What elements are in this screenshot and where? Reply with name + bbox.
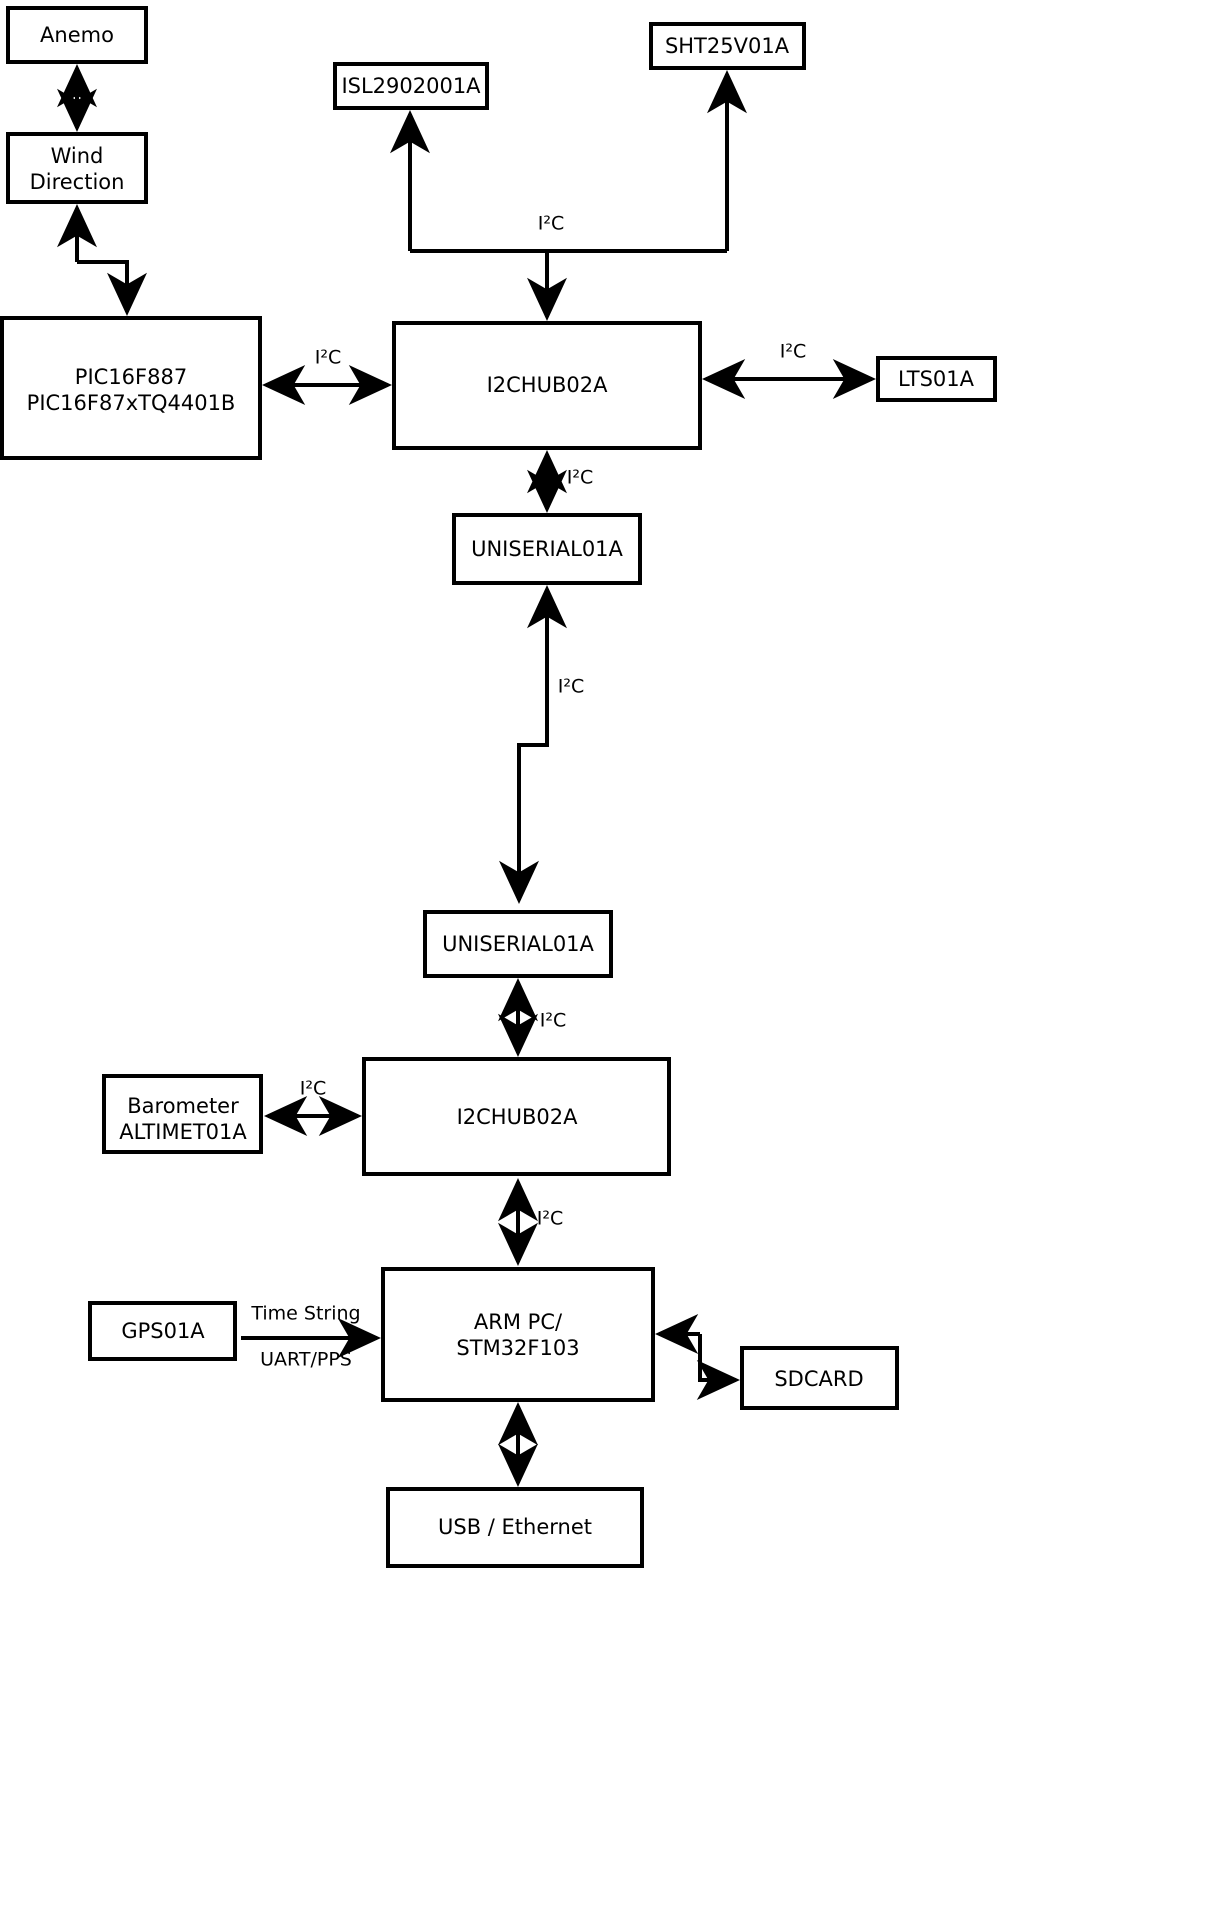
node-sht25v01a-rect[interactable] [649, 22, 806, 70]
node-uniserial01a-lower-rect[interactable] [423, 910, 613, 978]
edge-label-i2c-uniserial-hub: I²C [540, 1010, 567, 1032]
node-barometer-altimet01a[interactable]: Barometer ALTIMET01A [102, 1074, 263, 1154]
node-i2chub02a-bottom-rect[interactable] [362, 1057, 671, 1176]
edge-label-i2c-baro-hub: I²C [300, 1078, 327, 1100]
connector-uniserial-elbow [498, 640, 549, 904]
node-gps01a-rect[interactable] [88, 1301, 237, 1361]
node-uniserial01a-upper[interactable]: UNISERIAL01A [452, 513, 642, 585]
edge-label-uart-pps: UART/PPS [260, 1349, 352, 1371]
edge-label-i2c-hub-armpc: I²C [537, 1208, 564, 1230]
node-pic16f887-rect[interactable] [0, 316, 262, 460]
edge-label-i2c-uniserial-uniserial: I²C [558, 676, 585, 698]
node-isl2902001a[interactable]: ISL2902001A [333, 62, 489, 110]
node-wind-direction-label-line2: Direction [30, 170, 125, 194]
node-sht25v01a[interactable]: SHT25V01A [649, 22, 806, 70]
node-anemo-label: Anemo [40, 23, 114, 47]
node-barometer-label-line2: ALTIMET01A [119, 1120, 247, 1144]
node-i2chub02a-top-label: I2CHUB02A [487, 373, 609, 397]
connector-armpc-sdcard-out [696, 1334, 740, 1401]
edge-label-i2c-hub-lts: I²C [780, 341, 807, 363]
node-uniserial01a-upper-rect[interactable] [452, 513, 642, 585]
node-anemo[interactable]: Anemo [6, 6, 148, 64]
node-wind-direction[interactable]: Wind Direction [6, 132, 148, 204]
node-sht25v01a-label: SHT25V01A [665, 34, 790, 58]
node-lts01a-rect[interactable] [876, 356, 997, 402]
node-lts01a[interactable]: LTS01A [876, 356, 997, 402]
node-i2chub02a-top[interactable]: I2CHUB02A [392, 321, 702, 450]
node-pic16f887-label-line1: PIC16F887 [75, 365, 187, 389]
node-i2chub02a-bottom-label: I2CHUB02A [457, 1105, 579, 1129]
connector-layer [56, 64, 876, 1487]
node-uniserial01a-upper-label: UNISERIAL01A [471, 537, 623, 561]
node-arm-pc-label-line1: ARM PC/ [474, 1310, 563, 1334]
node-arm-pc-stm32f103[interactable]: ARM PC/ STM32F103 [381, 1267, 655, 1402]
node-isl2902001a-label: ISL2902001A [341, 74, 481, 98]
node-arm-pc-rect[interactable] [381, 1267, 655, 1402]
node-gps01a[interactable]: GPS01A [88, 1301, 237, 1361]
node-usb-ethernet-rect[interactable] [386, 1487, 644, 1568]
node-i2chub02a-top-rect[interactable] [392, 321, 702, 450]
node-wind-direction-rect[interactable] [6, 132, 148, 204]
node-barometer-label-line1: Barometer [127, 1094, 239, 1118]
node-sdcard[interactable]: SDCARD [740, 1346, 899, 1410]
node-usb-ethernet[interactable]: USB / Ethernet [386, 1487, 644, 1568]
node-barometer-altimet01a-rect[interactable] [102, 1074, 263, 1154]
node-uniserial01a-lower[interactable]: UNISERIAL01A [423, 910, 613, 978]
node-pic16f887-label-line2: PIC16F87xTQ4401B [27, 391, 236, 415]
node-sdcard-label: SDCARD [774, 1367, 863, 1391]
node-sdcard-rect[interactable] [740, 1346, 899, 1410]
node-lts01a-label: LTS01A [898, 367, 975, 391]
node-isl2902001a-rect[interactable] [333, 62, 489, 110]
node-uniserial01a-lower-label: UNISERIAL01A [442, 932, 594, 956]
edge-label-i2c-pic-hub: I²C [315, 347, 342, 369]
node-usb-ethernet-label: USB / Ethernet [438, 1515, 592, 1539]
node-anemo-rect[interactable] [6, 6, 148, 64]
node-wind-direction-label-line1: Wind [51, 144, 104, 168]
node-gps01a-label: GPS01A [121, 1319, 205, 1343]
node-i2chub02a-bottom[interactable]: I2CHUB02A [362, 1057, 671, 1176]
edge-label-i2c-top-bus: I²C [538, 213, 565, 235]
edge-label-layer: I²C I²C I²C I²C I²C I²C I²C I²C Time Str… [250, 213, 806, 1371]
edge-label-i2c-hub-uniserial: I²C [567, 467, 594, 489]
node-pic16f887[interactable]: PIC16F887 PIC16F87xTQ4401B [0, 316, 262, 460]
connector-pic-winddir-elbow [77, 260, 147, 316]
edge-label-time-string: Time String [250, 1303, 360, 1325]
node-arm-pc-label-line2: STM32F103 [456, 1336, 579, 1360]
